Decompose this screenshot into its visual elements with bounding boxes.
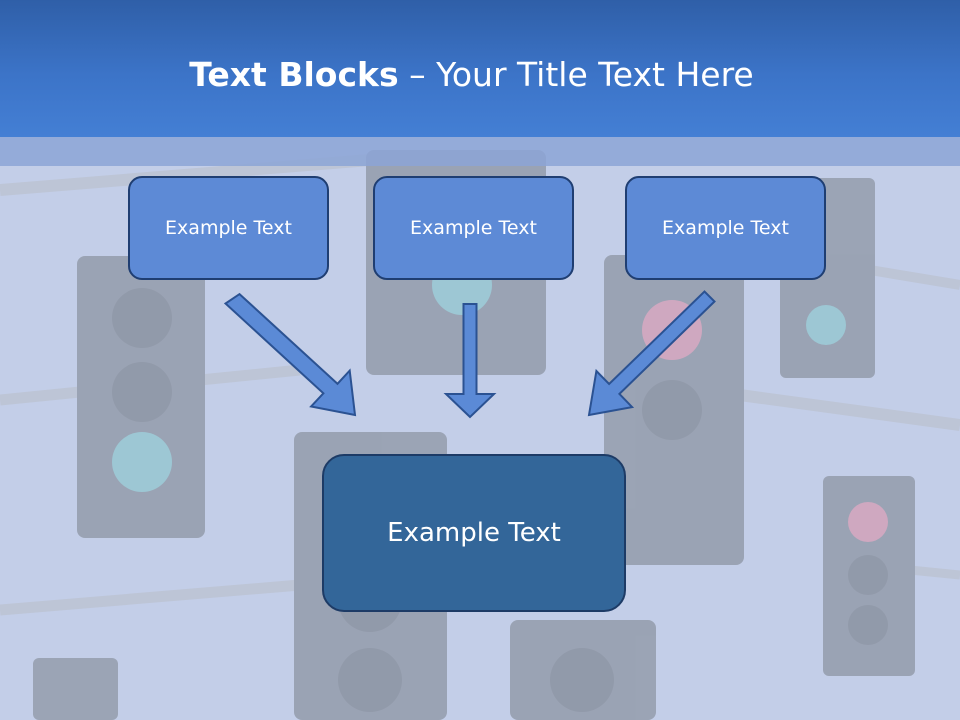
text-block-3-label: Example Text xyxy=(662,217,789,239)
text-block-1-label: Example Text xyxy=(165,217,292,239)
text-block-2[interactable]: Example Text xyxy=(373,176,574,280)
arrow-left-icon xyxy=(223,292,357,417)
center-text-block[interactable]: Example Text xyxy=(322,454,626,612)
slide-title-bold: Text Blocks xyxy=(189,55,399,94)
title-bar xyxy=(0,0,960,137)
center-text-block-label: Example Text xyxy=(387,518,561,548)
slide-title[interactable]: Text Blocks – Your Title Text Here xyxy=(0,52,943,98)
arrow-right-icon xyxy=(587,290,716,417)
title-bar-band xyxy=(0,137,960,166)
slide-title-rest: – Your Title Text Here xyxy=(398,55,754,94)
text-block-3[interactable]: Example Text xyxy=(625,176,826,280)
text-block-2-label: Example Text xyxy=(410,217,537,239)
arrow-down-icon xyxy=(443,303,497,419)
text-block-1[interactable]: Example Text xyxy=(128,176,329,280)
